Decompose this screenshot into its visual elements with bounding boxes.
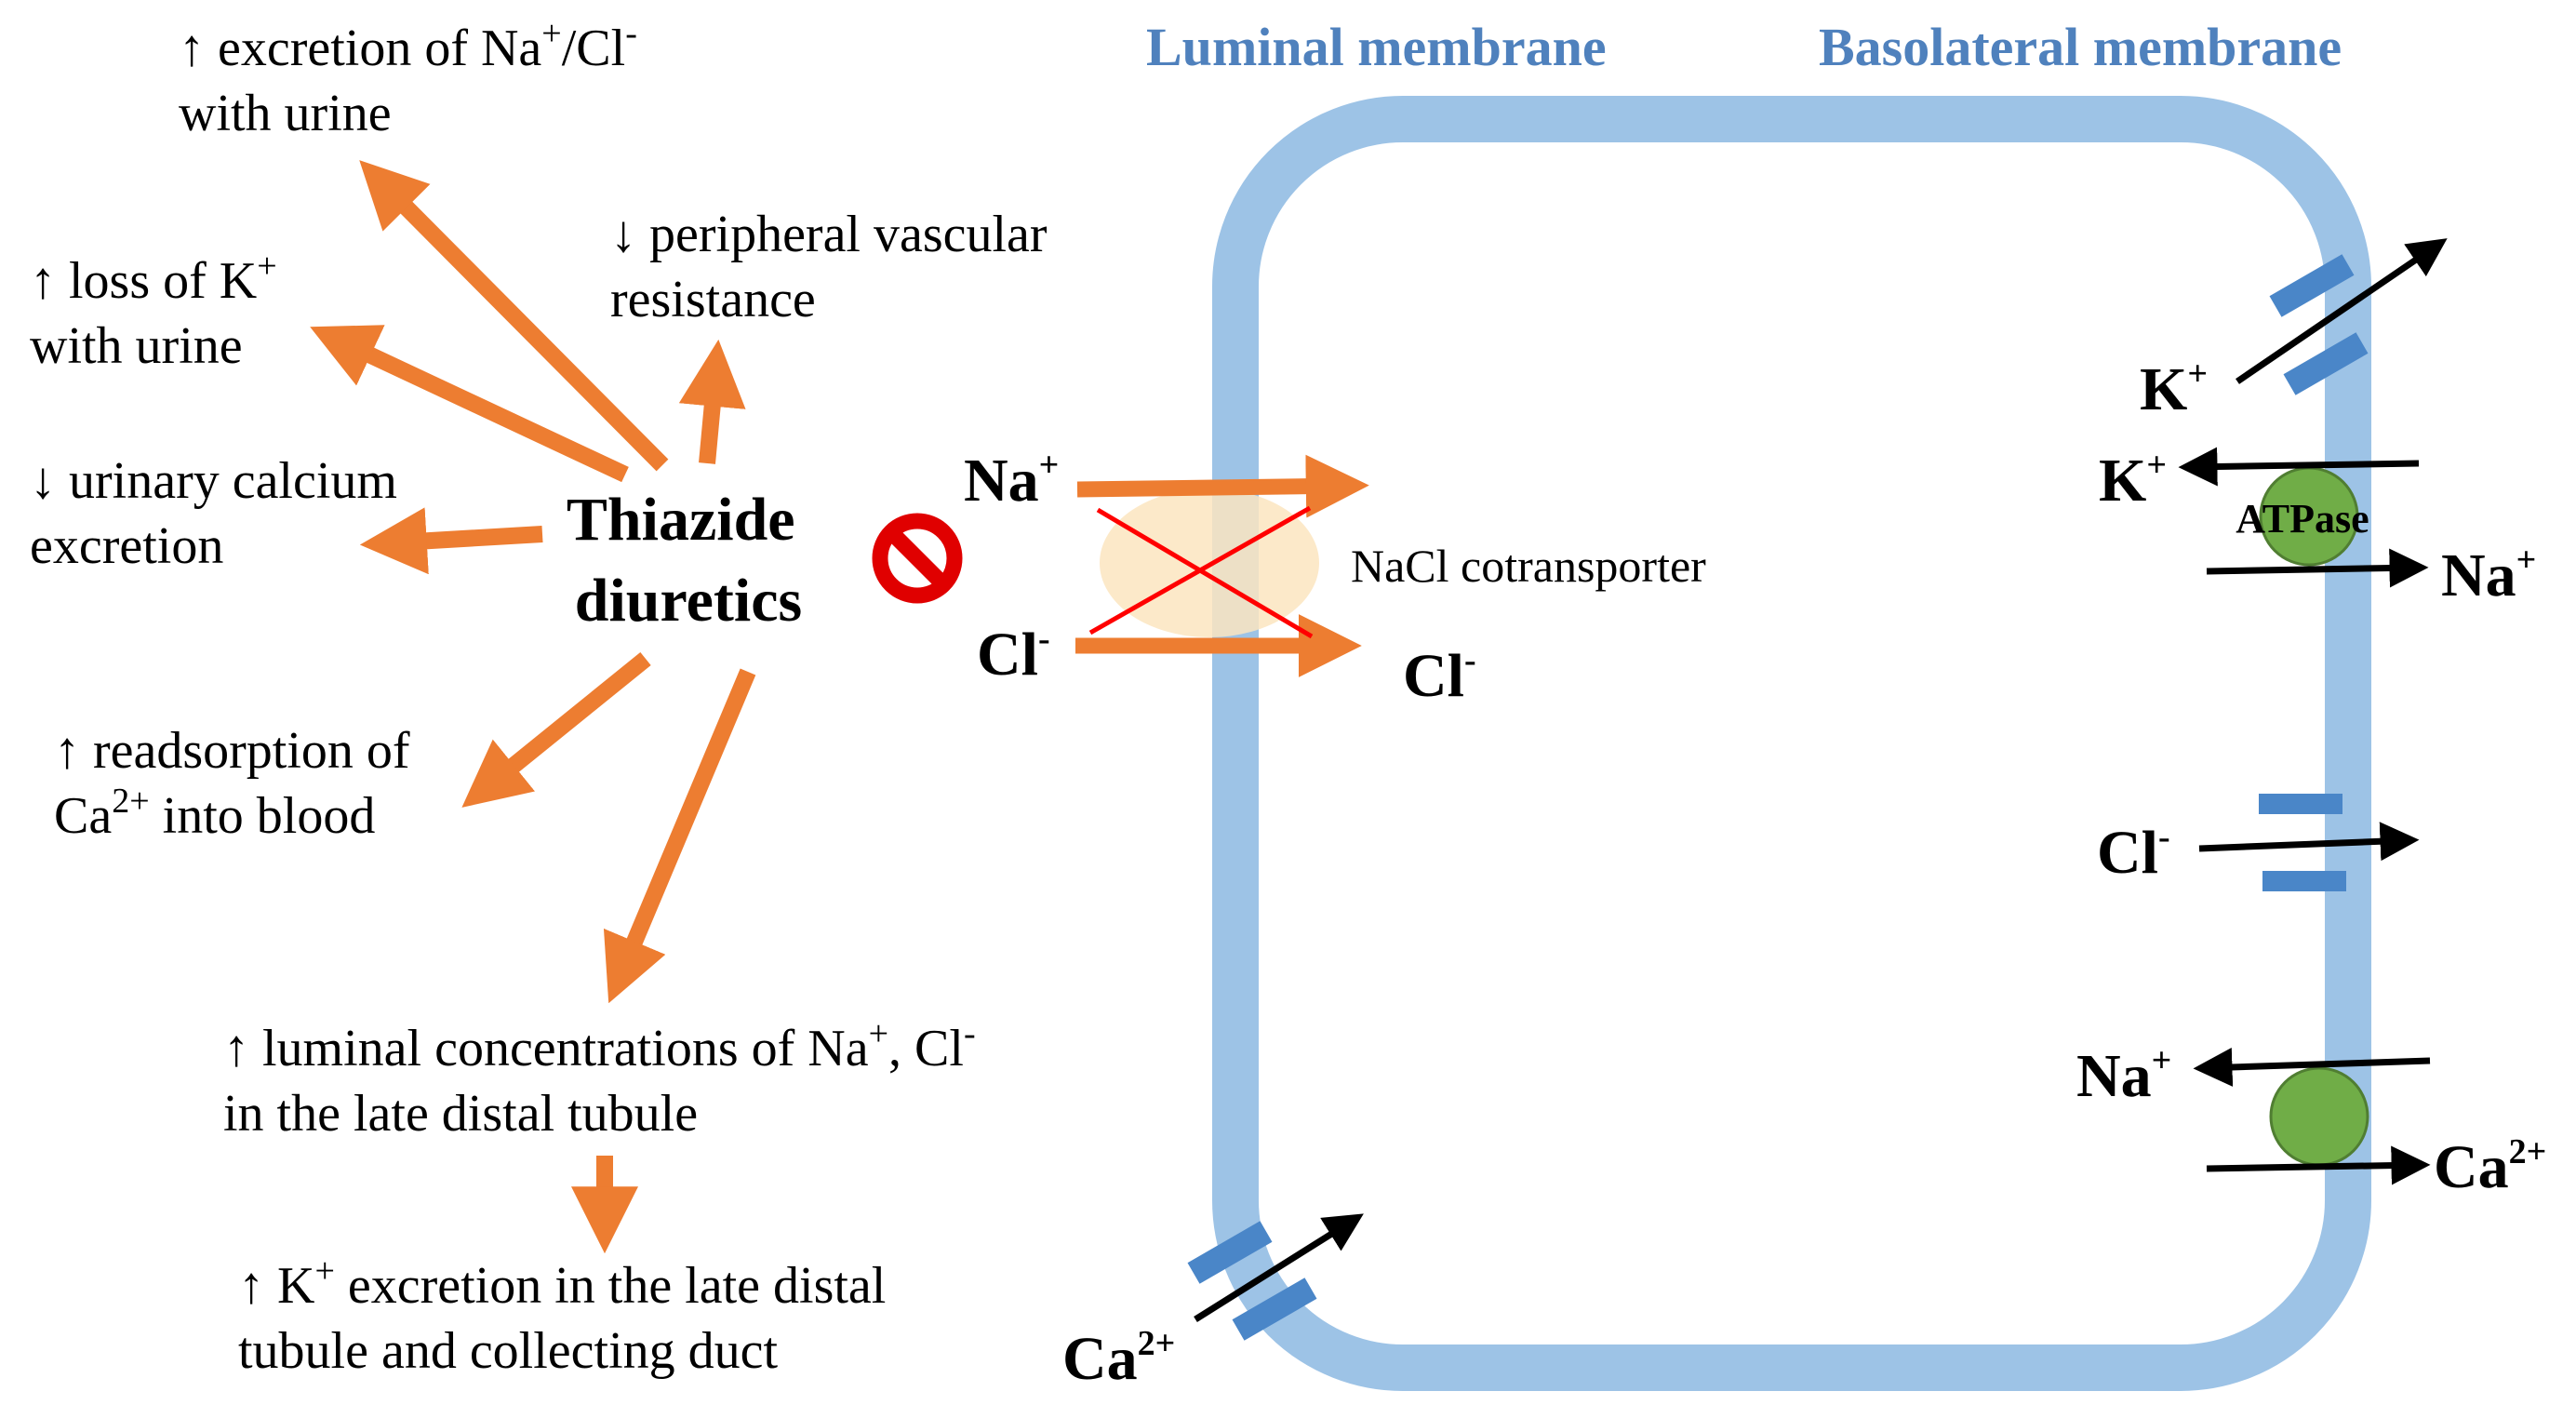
effect-k-excretion: ↑ K+ excretion in the late distal tubule… <box>238 1251 899 1380</box>
ca-exchanger-arrow <box>2206 1145 2431 1185</box>
k-pump-arrow <box>2178 447 2420 487</box>
ion-na-luminal: Na+ <box>964 446 1059 515</box>
k-channel-basolateral <box>2269 254 2369 395</box>
drug-name-line2: diuretics <box>575 567 802 635</box>
ion-na-exchanger: Na+ <box>2076 1041 2171 1110</box>
atpase-label: ATPase <box>2236 496 2369 542</box>
ion-k-pump: K+ <box>2099 446 2167 515</box>
effect-excretion-nacl: ↑ excretion of Na+/Cl- with urine <box>179 0 650 142</box>
ca-channel-luminal <box>1187 1221 1317 1341</box>
block-symbol-icon <box>872 513 963 604</box>
ion-cl-luminal: Cl- <box>977 620 1050 689</box>
ion-ca-luminal: Ca2+ <box>1062 1324 1175 1393</box>
arrow-to-loss-k <box>310 325 629 483</box>
effect-luminal-conc: ↑ luminal concentrations of Na+, Cl- in … <box>223 999 989 1143</box>
cotransporter-block-cross <box>1088 505 1314 639</box>
arrow-to-excretion-nacl <box>359 160 669 472</box>
cell-membrane <box>1212 96 2371 1391</box>
drug-name-line1: Thiazide <box>567 486 795 554</box>
k-efflux-arrow <box>2236 238 2448 384</box>
cotransporter-label: NaCl cotransporter <box>1351 540 1706 592</box>
effect-vascular: ↓ peripheral vascular resistance <box>610 206 1061 328</box>
luminal-membrane-title: Luminal membrane <box>1146 17 1607 77</box>
arrow-to-readsorption <box>461 652 651 808</box>
effect-loss-k: ↑ loss of K+ with urine <box>30 232 290 375</box>
ion-cl-intracellular: Cl- <box>1403 641 1476 710</box>
drug-name: Thiazide diuretics <box>567 486 810 635</box>
effect-readsorption: ↑ readsorption of Ca2+ into blood <box>54 722 423 845</box>
na-cotransport-arrow <box>1076 454 1369 518</box>
ion-na-pump: Na+ <box>2441 541 2536 609</box>
ion-cl-basolateral: Cl- <box>2097 818 2170 887</box>
cl-efflux-arrow <box>2198 822 2420 862</box>
na-pump-arrow <box>2206 548 2429 588</box>
ion-k-channel: K+ <box>2140 354 2208 423</box>
arrow-to-vascular <box>678 339 746 464</box>
na-exchanger-arrow <box>2193 1047 2431 1087</box>
effect-calcium: ↓ urinary calcium excretion <box>30 452 410 575</box>
arrow-to-luminal-conc <box>603 668 756 1004</box>
effect-arrows <box>310 160 756 1254</box>
na-ca-exchanger <box>2269 1066 2369 1167</box>
arrow-to-calcium <box>359 507 543 575</box>
ion-ca-exchanger: Ca2+ <box>2434 1132 2546 1201</box>
cl-channel-basolateral <box>2259 794 2346 891</box>
ca-influx-arrow <box>1194 1213 1364 1322</box>
basolateral-membrane-title: Basolateral membrane <box>1819 17 2342 77</box>
